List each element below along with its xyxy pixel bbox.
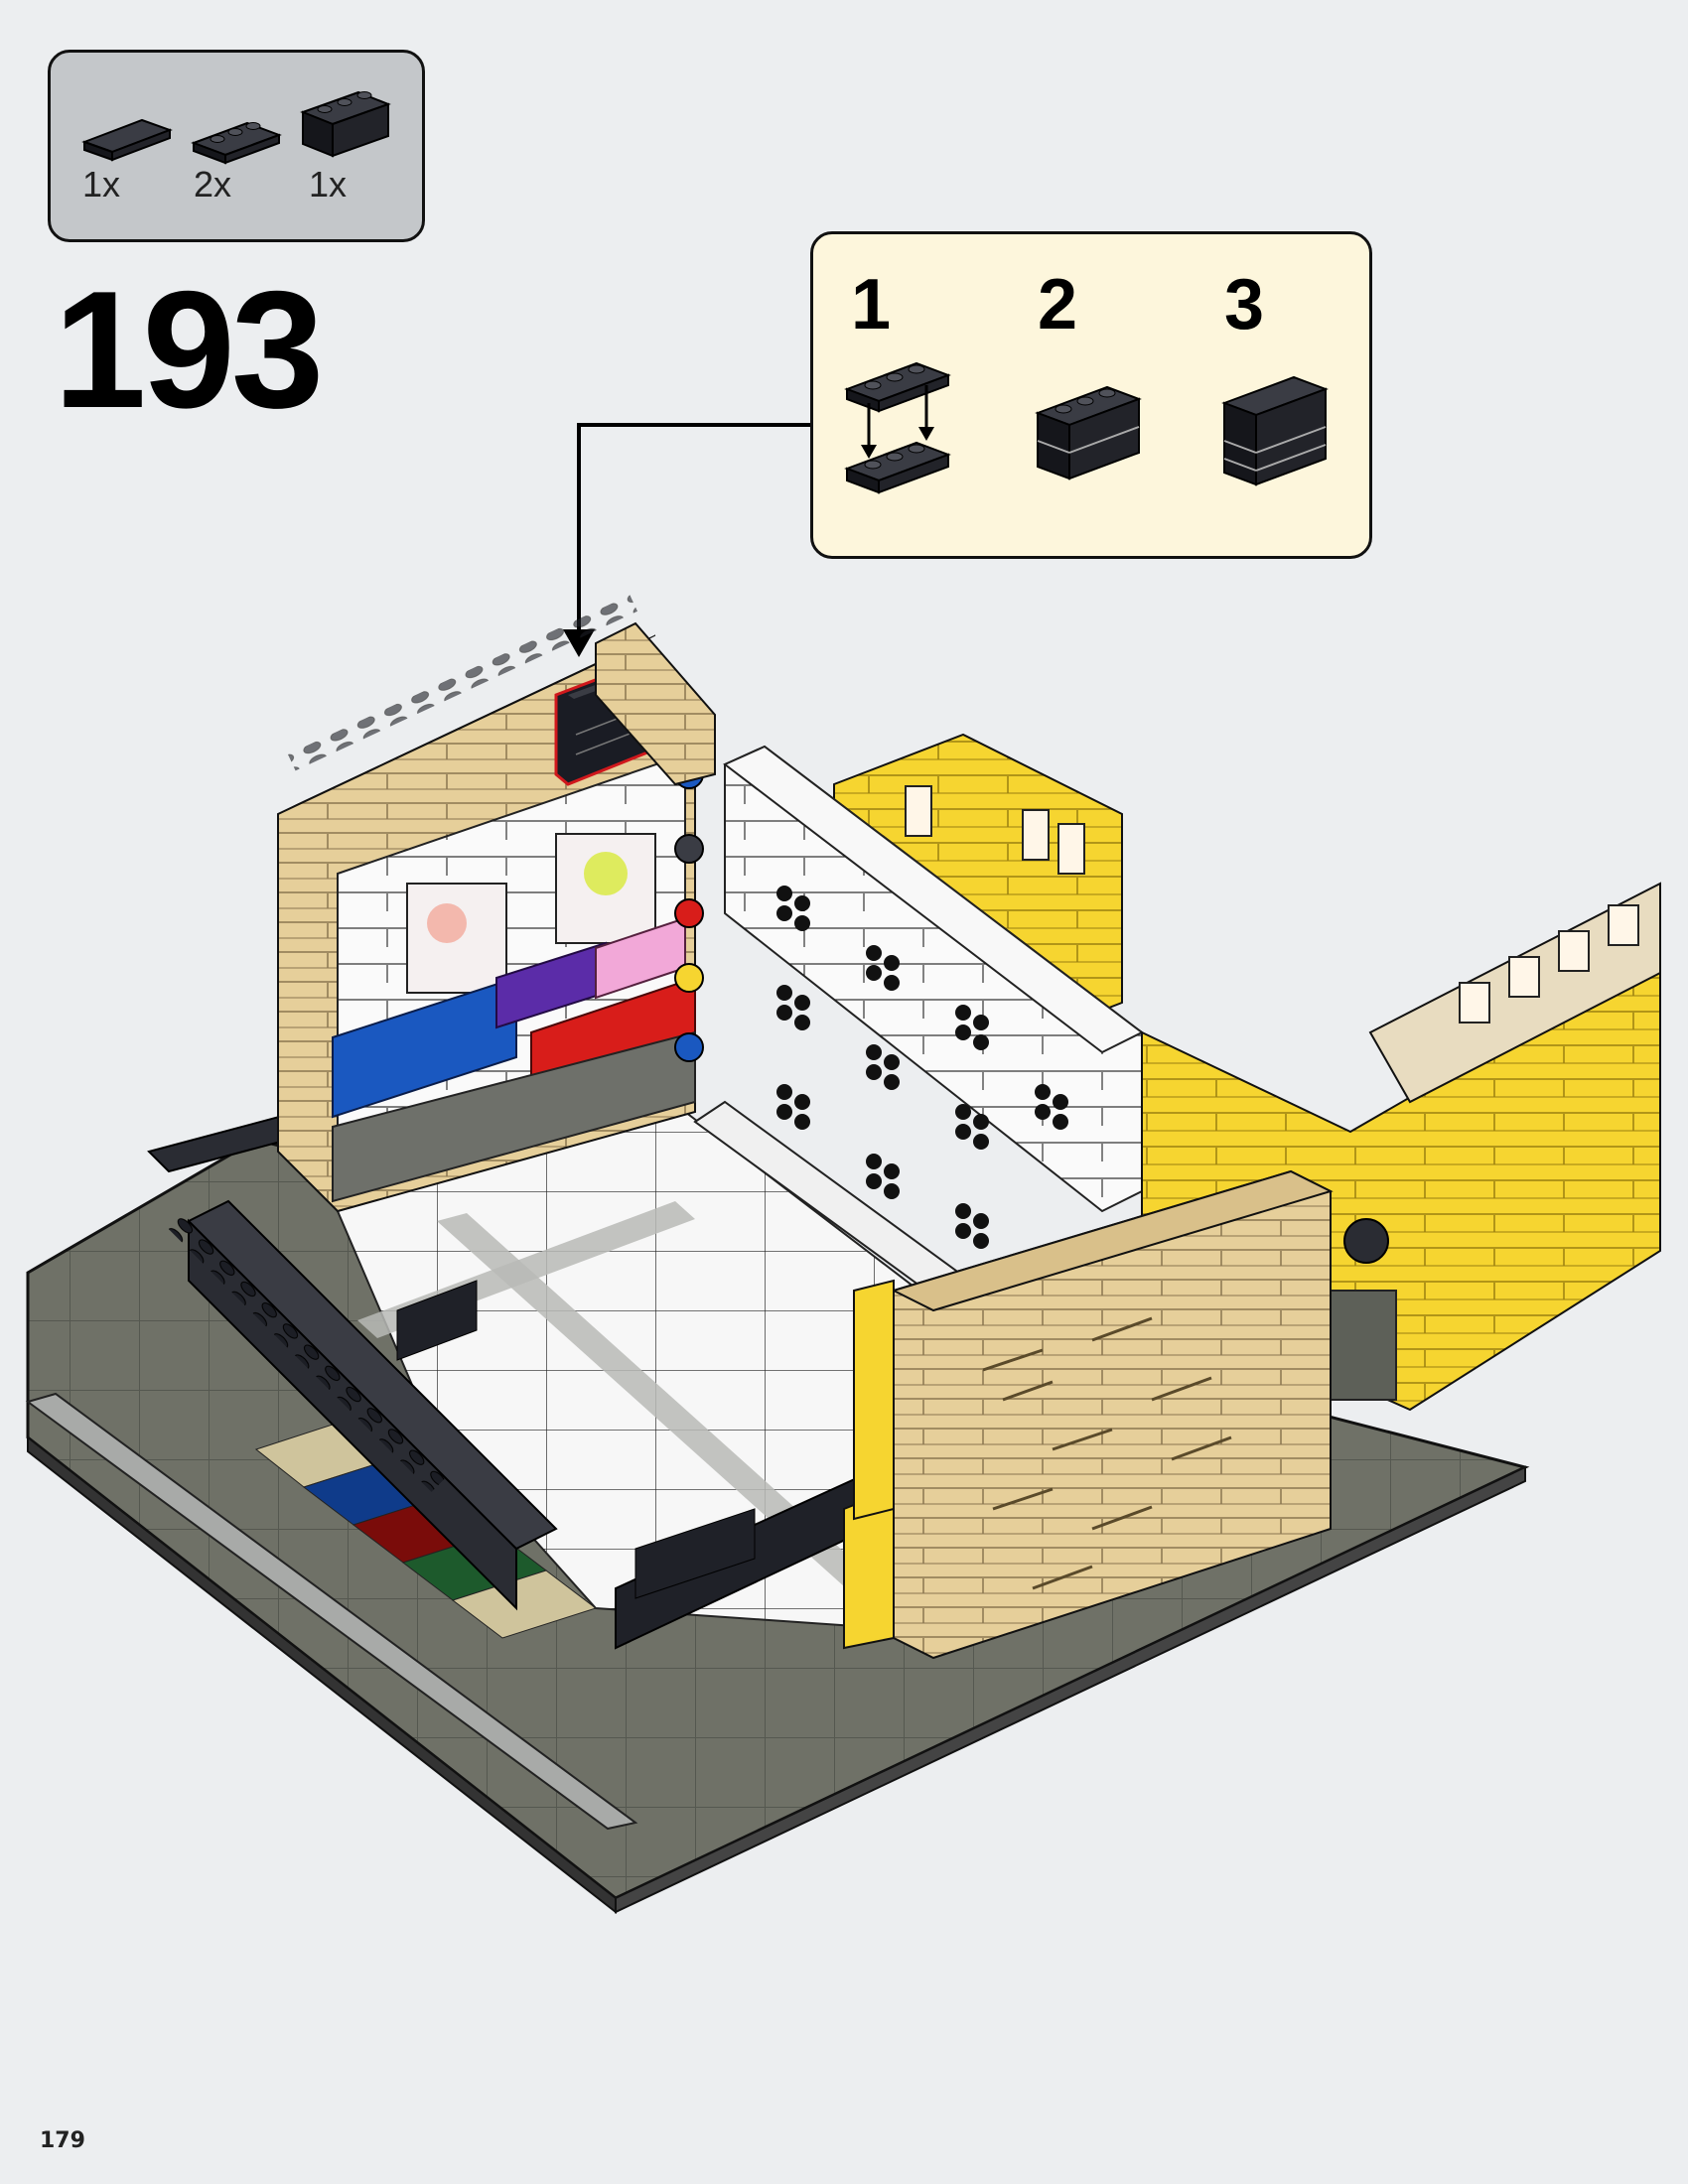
black-brick-assembly-icon — [1221, 375, 1329, 486]
part-quantity: 1x — [82, 164, 121, 205]
black-brick-1x3-icon — [300, 90, 391, 158]
page-number: 179 — [40, 2128, 85, 2153]
stacked-plates-icon — [1035, 385, 1142, 480]
corner-pillar — [595, 621, 716, 786]
parts-list-box: 1x 2x 1x — [48, 50, 425, 242]
plates-stacking-icon — [844, 361, 951, 494]
shelf-unit — [332, 752, 696, 1203]
step-number: 193 — [54, 256, 324, 443]
sub-step-number: 2 — [1038, 265, 1078, 344]
black-tile-1x4-icon — [81, 118, 173, 162]
sub-assembly-callout: 1 2 3 — [810, 231, 1372, 559]
lamp-icon — [1343, 1218, 1389, 1264]
front-tan-wall — [843, 1169, 1334, 1660]
black-plate-1x3-icon — [191, 121, 282, 165]
part-quantity: 1x — [309, 164, 348, 205]
sub-step-number: 3 — [1224, 265, 1265, 344]
sub-step-number: 1 — [851, 265, 892, 344]
part-quantity: 2x — [194, 164, 232, 205]
